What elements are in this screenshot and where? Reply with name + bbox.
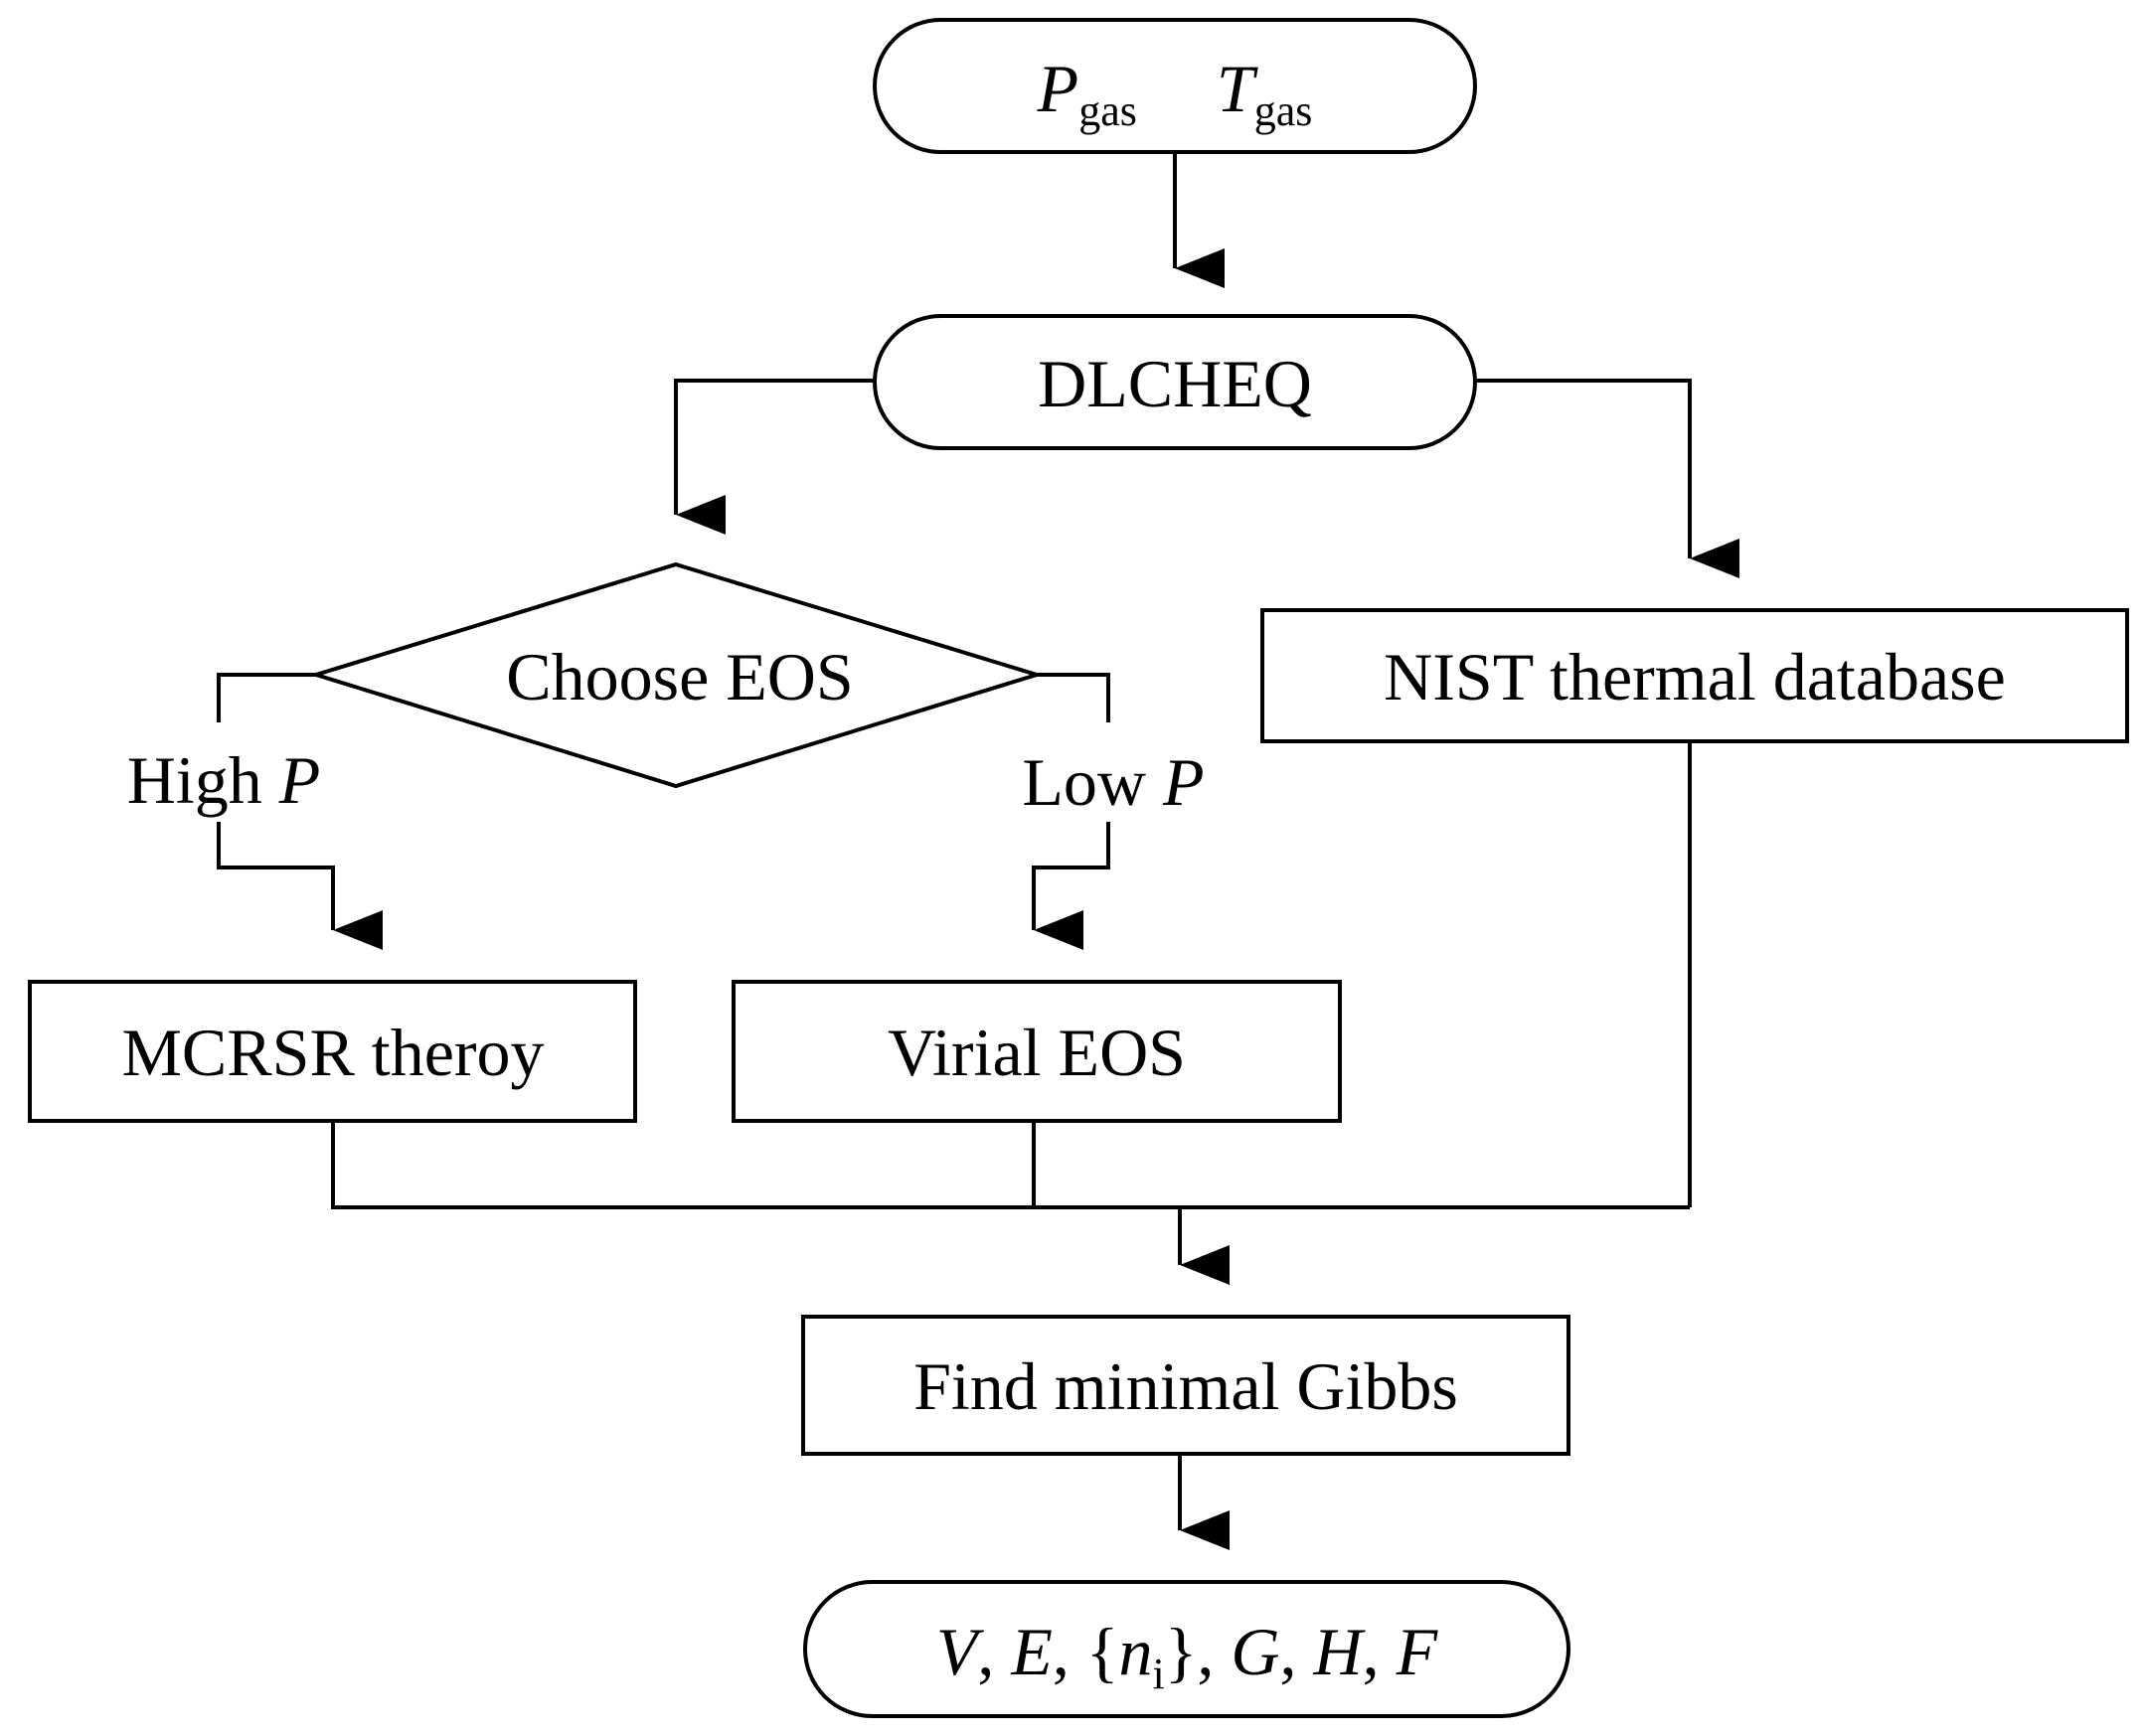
energy-symbol: E	[1010, 1614, 1053, 1689]
output-terminal-label: V, E, {ni}, G, H, F	[936, 1614, 1439, 1698]
find-minimal-gibbs-label: Find minimal Gibbs	[913, 1348, 1458, 1424]
edge-decision-high-upper	[217, 673, 316, 722]
eos-decision: Choose EOS	[309, 561, 1044, 789]
high-word: High	[127, 742, 279, 818]
edge-dlcheq-to-nist	[1475, 379, 1739, 578]
separator-2: ,	[1053, 1614, 1086, 1689]
output-terminal-shape	[803, 1580, 1570, 1718]
separator-3: ,	[1197, 1614, 1231, 1689]
edge-decision-high-lower	[217, 822, 383, 950]
gibbs-symbol: G	[1231, 1614, 1279, 1689]
enthalpy-symbol: H	[1313, 1614, 1367, 1689]
separator-5: ,	[1363, 1614, 1397, 1689]
volume-symbol: V	[936, 1614, 985, 1689]
eos-decision-shape	[309, 561, 1044, 789]
dlcheq-terminal-shape	[873, 314, 1477, 450]
species-index-subscript: i	[1153, 1650, 1165, 1698]
low-word: Low	[1022, 744, 1163, 820]
dlcheq-terminal: DLCHEQ	[873, 314, 1477, 450]
virial-eos-label: Virial EOS	[888, 1015, 1186, 1090]
species-number-symbol: n	[1119, 1614, 1153, 1689]
high-pressure-branch-label: High P	[127, 742, 321, 818]
helmholtz-symbol: F	[1396, 1614, 1439, 1689]
low-pressure-branch-label: Low P	[1022, 744, 1204, 820]
close-brace: }	[1165, 1614, 1198, 1689]
output-terminal: V, E, {ni}, G, H, F	[803, 1580, 1570, 1718]
edge-decision-low-upper	[1037, 673, 1110, 722]
mcrsr-theory-box: MCRSR theroy	[28, 980, 637, 1123]
nist-database-box: NIST thermal database	[1260, 608, 2129, 743]
mcrsr-theory-label: MCRSR theroy	[121, 1015, 544, 1090]
virial-eos-box: Virial EOS	[732, 980, 1342, 1123]
high-pressure-symbol: P	[278, 742, 321, 818]
nist-database-label: NIST thermal database	[1384, 639, 2006, 714]
edge-dlcheq-to-decision	[674, 379, 875, 535]
mcrsr-theory-shape	[28, 980, 637, 1123]
edge-mcrsr-down	[331, 1121, 1690, 1209]
edge-decision-low-lower	[1032, 822, 1110, 950]
pressure-symbol: P	[1037, 51, 1079, 126]
nist-database-shape	[1260, 608, 2129, 743]
temperature-subscript: gas	[1254, 86, 1313, 135]
find-minimal-gibbs-shape	[801, 1315, 1570, 1456]
low-pressure-symbol: P	[1162, 744, 1205, 820]
input-terminal-shape	[873, 18, 1477, 154]
dlcheq-label: DLCHEQ	[1038, 346, 1312, 421]
connectors	[217, 152, 1739, 1550]
find-minimal-gibbs-box: Find minimal Gibbs	[801, 1315, 1570, 1456]
virial-eos-shape	[732, 980, 1342, 1123]
eos-decision-label: Choose EOS	[506, 639, 853, 714]
temperature-symbol: T	[1217, 51, 1258, 126]
separator-4: ,	[1280, 1614, 1314, 1689]
separator-1: ,	[977, 1614, 1011, 1689]
pressure-subscript: gas	[1078, 86, 1137, 135]
open-brace: {	[1086, 1614, 1119, 1689]
